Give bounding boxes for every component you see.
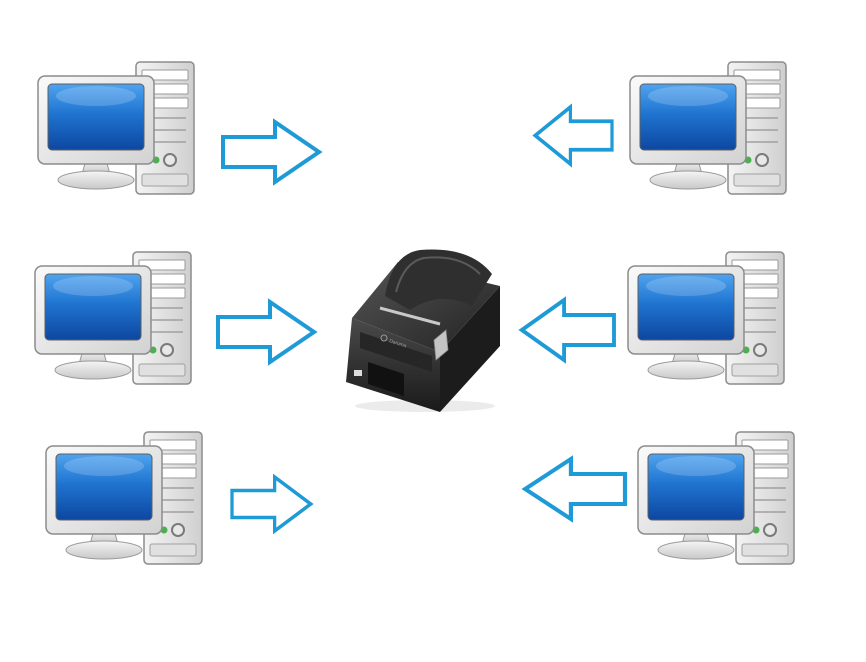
workstation-left-middle bbox=[34, 251, 192, 385]
workstation-right-bottom bbox=[637, 431, 795, 565]
printer-brand-label: Daruma bbox=[388, 338, 407, 349]
arrow-left-icon bbox=[533, 105, 614, 166]
arrow-left-icon bbox=[519, 298, 616, 362]
arrow-right-bottom bbox=[525, 459, 625, 519]
desktop-computer-icon bbox=[45, 431, 203, 565]
arrow-right-middle bbox=[519, 298, 616, 362]
desktop-computer-icon bbox=[37, 61, 195, 195]
arrow-right-icon bbox=[230, 475, 313, 533]
desktop-computer-icon bbox=[627, 251, 785, 385]
receipt-printer: Daruma bbox=[346, 249, 500, 412]
workstation-right-middle bbox=[627, 251, 785, 385]
workstation-right-top bbox=[629, 61, 787, 195]
workstation-left-top bbox=[37, 61, 195, 195]
arrow-right-top bbox=[533, 105, 614, 166]
desktop-computer-icon bbox=[34, 251, 192, 385]
workstation-left-bottom bbox=[45, 431, 203, 565]
arrow-left-bottom bbox=[230, 475, 313, 533]
receipt-printer-icon: Daruma bbox=[346, 249, 500, 412]
desktop-computer-icon bbox=[629, 61, 787, 195]
arrow-left-top bbox=[221, 120, 321, 184]
arrow-right-icon bbox=[221, 120, 321, 184]
arrow-left-middle bbox=[216, 300, 316, 364]
desktop-computer-icon bbox=[637, 431, 795, 565]
arrow-left-icon bbox=[525, 459, 625, 519]
arrow-right-icon bbox=[216, 300, 316, 364]
